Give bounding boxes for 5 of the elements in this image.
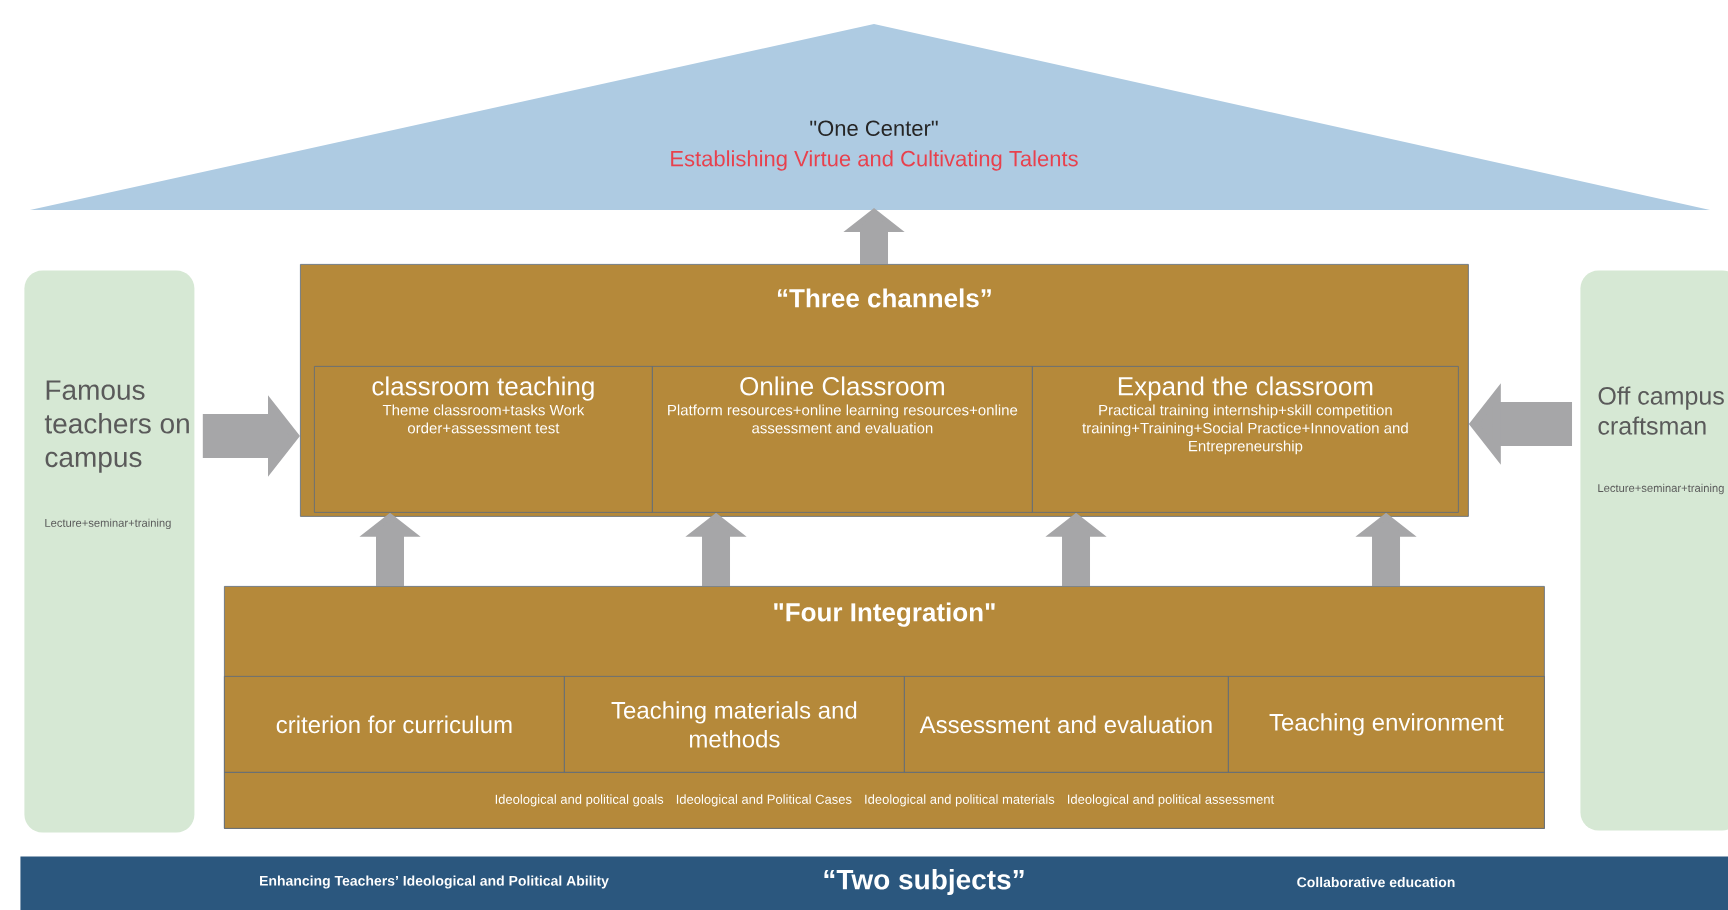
triangle-banner: "One Center" Establishing Virtue and Cultivating Talents (30, 24, 1710, 210)
integration-cell: Assessment and evaluation (904, 676, 1229, 773)
integration-cell: criterion for curriculum (224, 676, 565, 773)
integration-cell: Teaching environment (1228, 676, 1545, 773)
integration-cell: Teaching materials and methods (564, 676, 905, 773)
